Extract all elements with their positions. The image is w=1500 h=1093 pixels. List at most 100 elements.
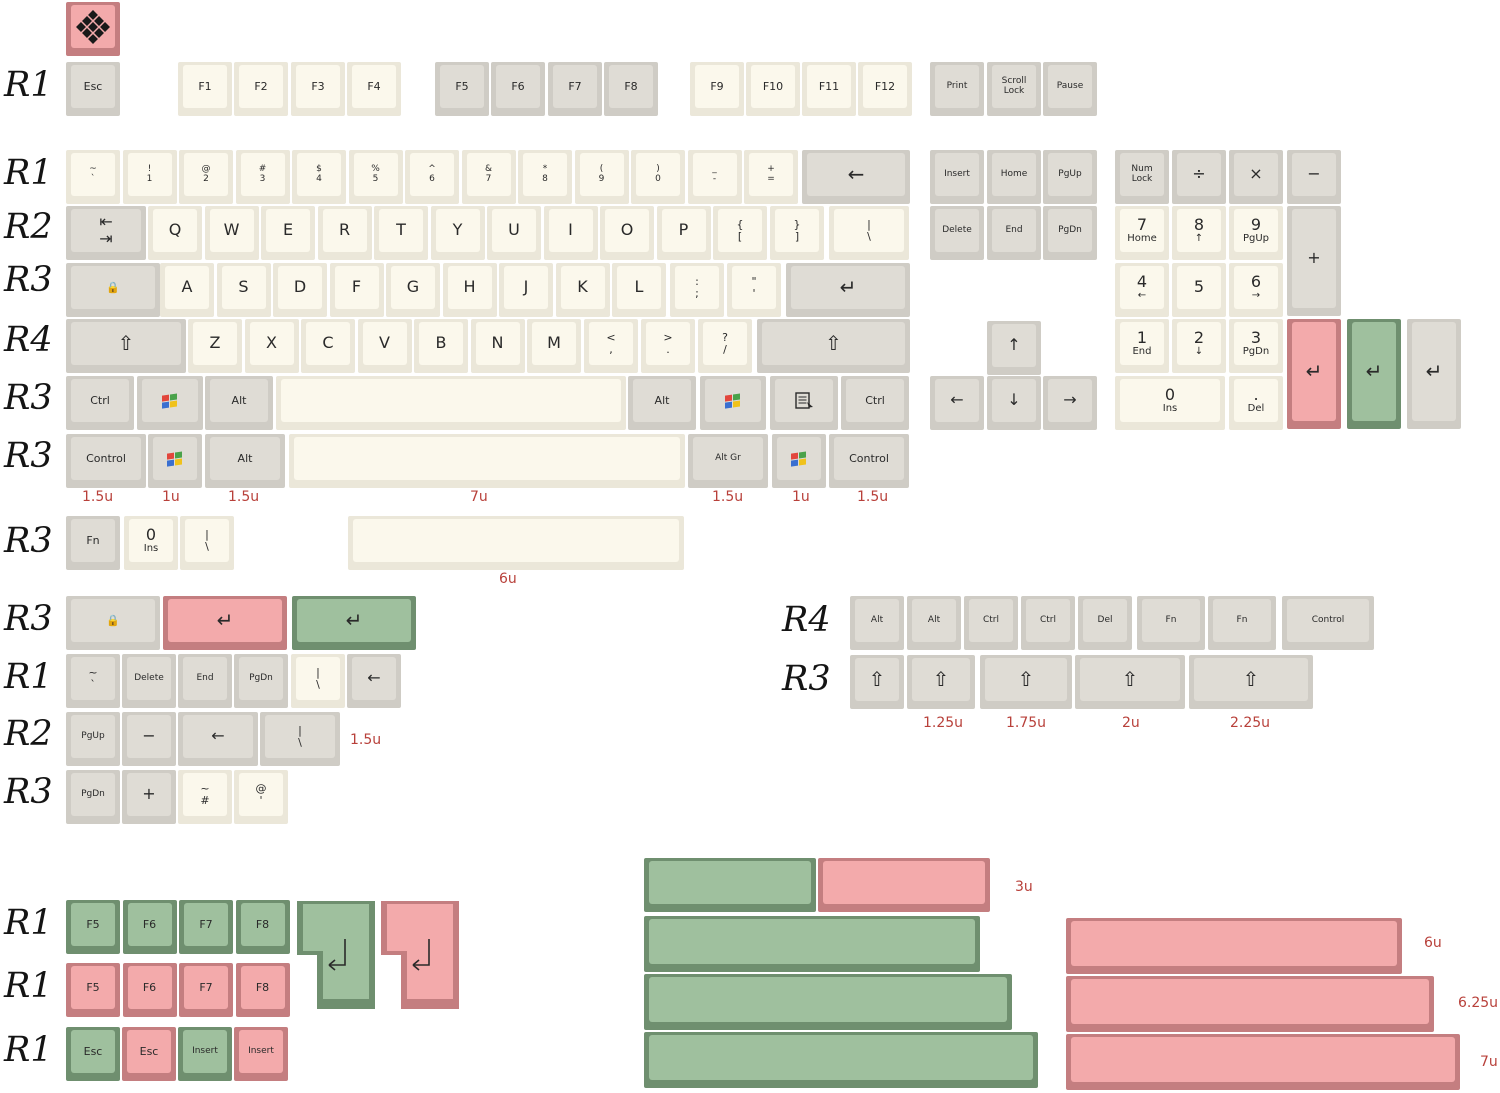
keycap-legend: #	[200, 793, 210, 807]
row-profile-label: R3	[4, 599, 53, 639]
numpad-plus-key: +	[1287, 206, 1341, 316]
keycap-legend: Ctrl	[982, 614, 999, 625]
backspace-1u-key: ←	[347, 654, 401, 708]
keycap-legend: ~	[200, 781, 210, 795]
keycap-legend: ↓	[1007, 390, 1021, 410]
keycap-legend: `	[90, 173, 96, 184]
keycap-legend: }	[793, 217, 801, 231]
keycap-legend: End	[196, 672, 214, 683]
keycap-legend: ⇧	[825, 331, 842, 355]
iso-enter-pink-key	[381, 901, 459, 1009]
keycap-legend: >	[663, 330, 673, 344]
windows-logo-icon	[725, 392, 740, 409]
letter-key: S	[216, 263, 271, 317]
keycap-legend: ]	[794, 229, 800, 243]
keycap-legend: Delete	[942, 224, 972, 235]
keycap-legend: '	[752, 286, 756, 300]
keycap-legend: ←	[950, 390, 964, 410]
end-grey-key: End	[178, 654, 232, 708]
left-shift-key: ⇧	[66, 319, 186, 373]
period-key: >.	[641, 319, 695, 373]
keycap-legend: 4	[1136, 271, 1148, 291]
keycap-legend: 5	[1193, 277, 1205, 297]
f5-green-key: F5	[66, 900, 120, 954]
f8-pink-key: F8	[235, 963, 290, 1017]
keycap-legend: 0	[1164, 384, 1176, 404]
number-row-key: #3	[235, 150, 290, 204]
keycap-legend: R	[338, 220, 351, 240]
f2-key: F2	[234, 62, 288, 116]
numpad-enter-green-key: ↵	[1347, 319, 1401, 429]
keycap-legend: Control	[86, 451, 126, 465]
keycap-legend: ←	[847, 162, 865, 186]
left-win-key	[137, 376, 203, 430]
keycap-legend: 8	[542, 173, 548, 184]
keycap-legend: U	[508, 220, 520, 240]
keycap-legend: 4	[316, 173, 322, 184]
fn-mod-key: Fn	[1208, 596, 1276, 650]
keycap-legend: 9	[1250, 214, 1262, 234]
row-profile-label: R3	[4, 378, 53, 418]
right-ctrl-key: Ctrl	[841, 376, 909, 430]
keycap-legend: Ctrl	[1039, 614, 1056, 625]
keycap-size-label: 1u	[792, 489, 810, 505]
backslash-key: |\	[829, 206, 909, 260]
f11-key: F11	[802, 62, 856, 116]
windows-logo-icon	[167, 450, 182, 467]
keycap-size-label: 1u	[162, 489, 180, 505]
menu-key	[770, 376, 838, 430]
insert-key: Insert	[930, 150, 984, 204]
shift-variant-key: ⇧	[1189, 655, 1313, 709]
keycap-legend: Lock	[1131, 173, 1153, 184]
numpad-8-key: 8↑	[1172, 206, 1226, 260]
number-row-key: (9	[574, 150, 629, 204]
f12-key: F12	[858, 62, 912, 116]
arrow-down-key: ↓	[987, 376, 1041, 430]
row-profile-label: R3	[4, 260, 53, 300]
keycap-size-label: 6.25u	[1458, 995, 1499, 1011]
backslash-white-key: |\	[291, 654, 345, 708]
fn-key: Fn	[66, 516, 120, 570]
keycap-legend: Print	[946, 80, 968, 91]
letter-key: L	[612, 263, 666, 317]
f5-pink-key: F5	[66, 963, 120, 1017]
keycap-legend: %	[371, 164, 380, 175]
keycap-size-label: 6u	[499, 571, 517, 587]
keycap-legend: Delete	[134, 672, 164, 683]
keycap-legend: ⇧	[1242, 667, 1260, 691]
letter-key: X	[244, 319, 299, 373]
number-row-key: +=	[744, 150, 798, 204]
letter-key: U	[487, 206, 541, 260]
keycap-legend: −	[1307, 164, 1321, 184]
keycap-legend: F6	[511, 79, 525, 93]
keycap-legend: B	[435, 333, 447, 353]
row-profile-label: R4	[4, 320, 53, 360]
keycap-legend: ←	[367, 668, 381, 688]
keycap-legend: F7	[199, 980, 213, 994]
keycap-legend: F5	[86, 980, 100, 994]
keycap-legend: ↓	[1194, 345, 1204, 357]
row-profile-label: R3	[4, 772, 53, 812]
diamond-logo-icon	[76, 9, 110, 44]
keycap-legend: 1	[146, 173, 153, 184]
keycap-size-label: 1.5u	[82, 489, 114, 505]
letter-key: D	[273, 263, 327, 317]
numpad-enter-grey-key: ↵	[1407, 319, 1461, 429]
keycap-legend: 8	[1193, 214, 1205, 234]
f7-pink-key: F7	[179, 963, 233, 1017]
row-profile-label: R1	[4, 903, 53, 943]
spacebar-6u-pink-key	[1066, 918, 1402, 974]
keycap-size-label: 1.5u	[857, 489, 889, 505]
keycap-legend: Pause	[1056, 80, 1084, 91]
keycap-legend: ~	[88, 665, 98, 679]
keycap-legend: *	[542, 164, 548, 175]
spacebar-6u-green-key	[644, 916, 980, 972]
keycap-legend: Y	[452, 220, 463, 240]
delete-grey-key: Delete	[122, 654, 176, 708]
spacebar-6u-key	[348, 516, 684, 570]
letter-key: W	[204, 206, 259, 260]
keycap-legend: Fn	[86, 533, 100, 547]
